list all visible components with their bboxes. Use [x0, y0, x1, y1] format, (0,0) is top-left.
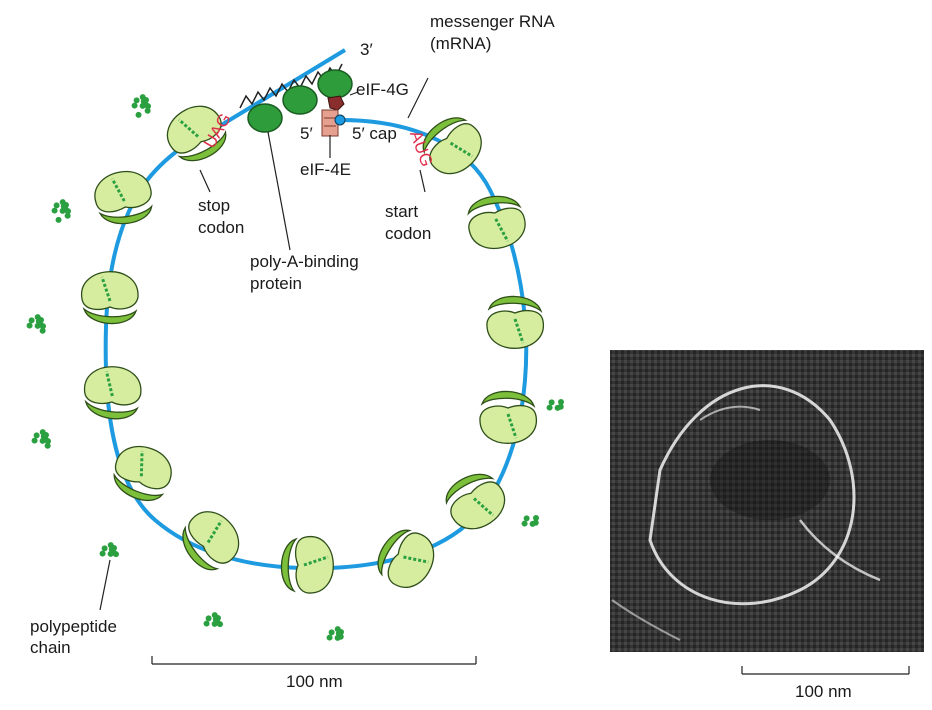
stop-codon-line1: stop	[198, 196, 231, 215]
pabp-label-line1: poly-A-binding	[250, 252, 359, 271]
pabp-2	[282, 85, 318, 115]
ribosome-small-subunit	[113, 472, 165, 501]
ribosome-small-subunit	[487, 295, 543, 313]
polypeptide-chain	[26, 314, 46, 334]
polypeptide-label-line2: chain	[30, 638, 71, 657]
ribosome-large-subunit	[83, 366, 142, 406]
ribosome-exit-peptide	[303, 555, 329, 567]
mrna-label-line2: (mRNA)	[430, 34, 492, 53]
ribosome	[113, 446, 172, 501]
ribosome-small-subunit	[177, 129, 227, 162]
ribosome	[422, 117, 482, 175]
ribosome-exit-peptide	[506, 413, 518, 439]
three-prime-label: 3′	[360, 40, 373, 59]
five-cap-label: 5′ cap	[352, 124, 397, 143]
ribosome	[486, 295, 544, 349]
polypeptide-chain	[131, 94, 151, 118]
ribosome-small-subunit	[467, 195, 522, 216]
ribosome-exit-peptide	[178, 118, 199, 138]
electron-micrograph	[610, 350, 924, 652]
ribosome-large-subunit	[188, 511, 240, 564]
polypeptide-chain	[31, 429, 51, 449]
ribosome-small-subunit	[84, 399, 139, 420]
ribosome-exit-peptide	[110, 178, 126, 202]
scale-bar-right	[741, 666, 910, 675]
ribosome	[94, 170, 153, 225]
ribosome	[467, 195, 526, 250]
pabp-1	[247, 103, 283, 133]
ribosome-large-subunit	[166, 105, 222, 154]
scale-label-right: 100 nm	[795, 682, 852, 701]
ribosome-large-subunit	[294, 536, 334, 594]
ribosome-exit-peptide	[206, 520, 223, 544]
ribosome-large-subunit	[479, 404, 537, 444]
scale-bar-left	[151, 656, 477, 665]
ribosome-large-subunit	[81, 271, 139, 311]
start-codon-line1: start	[385, 202, 419, 221]
ribosomes	[26, 94, 564, 641]
ribosome-small-subunit	[422, 117, 468, 155]
eif4g-shape	[327, 95, 345, 111]
ribosome	[479, 390, 537, 444]
polypeptide-chain	[546, 399, 564, 411]
ribosome-small-subunit	[377, 529, 412, 577]
ribosome	[83, 366, 142, 420]
ribosome-small-subunit	[82, 307, 138, 325]
micrograph-loop	[648, 384, 856, 606]
ribosome-exit-peptide	[513, 318, 525, 344]
polypeptide-chain	[203, 612, 223, 628]
polypeptide-chain	[99, 542, 119, 558]
pabp-3	[317, 69, 353, 99]
polypeptide-chain	[521, 515, 539, 527]
start-codon-line2: codon	[385, 224, 432, 243]
ribosome-exit-peptide	[139, 450, 144, 477]
ribosome-exit-peptide	[494, 218, 510, 242]
ribosome	[182, 511, 240, 571]
stop-codon-line2: codon	[198, 218, 245, 237]
ribosome	[280, 536, 334, 594]
mrna-label-line1: messenger RNA	[430, 12, 555, 31]
ribosome-exit-peptide	[403, 555, 429, 564]
five-prime-label: 5′	[300, 124, 313, 143]
ribosome-exit-peptide	[473, 497, 494, 517]
ribosome-large-subunit	[486, 309, 544, 349]
ribosome	[445, 473, 506, 530]
polypeptide-chain	[326, 626, 344, 641]
ribosome	[81, 271, 139, 325]
ribosome-small-subunit	[445, 473, 495, 506]
leader-lines	[99, 77, 429, 611]
ribosome-small-subunit	[280, 537, 298, 593]
polypeptide-chain	[51, 199, 71, 223]
poly-a-binding-proteins	[247, 69, 353, 133]
ribosome-exit-peptide	[105, 371, 114, 397]
ribosome	[377, 529, 435, 588]
ribosome-large-subunit	[94, 170, 152, 213]
ribosome-small-subunit	[182, 525, 220, 571]
ribosome-exit-peptide	[100, 276, 112, 302]
ribosome-large-subunit	[387, 532, 435, 588]
ribosome-large-subunit	[429, 123, 482, 175]
initiation-factors	[321, 95, 346, 137]
pabp-label-line2: protein	[250, 274, 302, 293]
ribosome-exit-peptide	[449, 141, 473, 158]
ribosome	[166, 105, 227, 162]
eif4e-label: eIF-4E	[300, 160, 352, 179]
polypeptide-label-line1: polypeptide	[30, 617, 117, 636]
five-cap-dot	[334, 114, 346, 126]
ribosome-large-subunit	[115, 446, 172, 490]
mrna-tail	[203, 48, 347, 137]
ribosome-large-subunit	[450, 481, 506, 530]
ribosome-large-subunit	[468, 207, 526, 250]
scale-label-left: 100 nm	[286, 672, 343, 691]
eif4g-label: eIF-4G	[356, 80, 409, 99]
ribosome-small-subunit	[480, 390, 536, 408]
ribosome-small-subunit	[98, 204, 153, 225]
